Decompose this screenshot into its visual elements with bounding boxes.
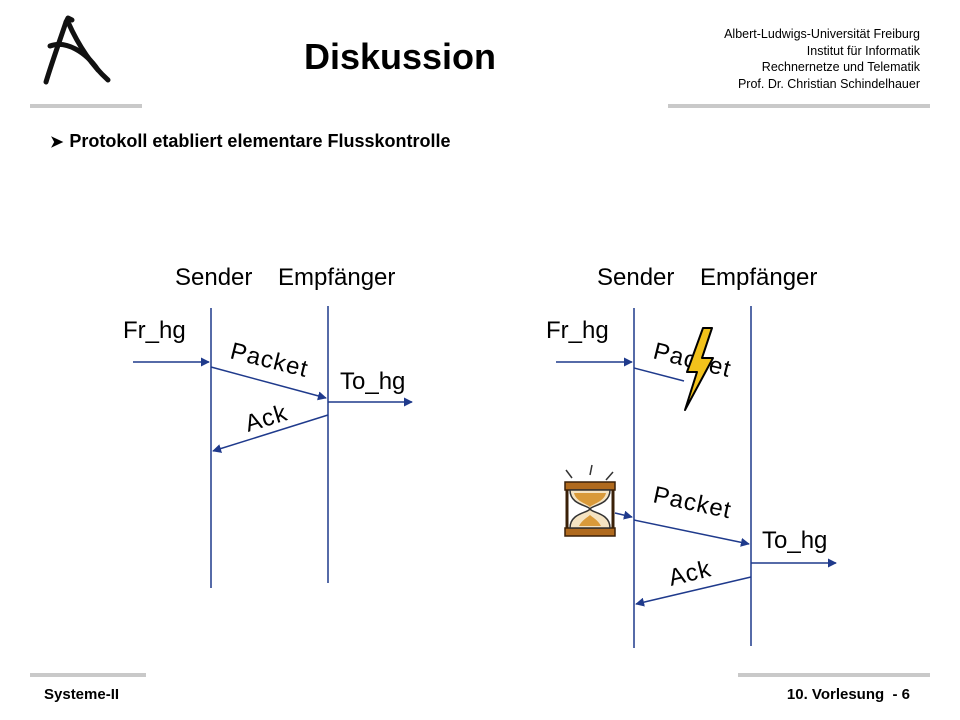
institution-line: Institut für Informatik <box>806 43 920 58</box>
packet-label: Packet <box>651 481 734 524</box>
header-rule-right <box>668 104 930 108</box>
footer-course: Systeme-II <box>44 686 120 703</box>
uni-freiburg-logo-icon <box>43 15 111 85</box>
diagram-right: Sender Empfänger Fr_hg Packet Packet To_… <box>546 264 837 648</box>
input-label: Fr_hg <box>546 317 609 344</box>
timeout-arrow <box>614 510 633 520</box>
output-label: To_hg <box>762 527 827 554</box>
input-label: Fr_hg <box>123 317 186 344</box>
institution-block: Albert-Ludwigs-Universität Freiburg Inst… <box>724 26 920 92</box>
footer-rule-right <box>738 673 930 677</box>
bullet-text: Protokoll etabliert elementare Flusskont… <box>69 131 451 151</box>
receiver-label: Empfänger <box>700 264 817 291</box>
ack-arrow <box>212 414 329 453</box>
hourglass-icon <box>564 464 616 537</box>
packet-label: Packet <box>228 338 312 383</box>
receiver-label: Empfänger <box>278 264 395 291</box>
ack-arrow <box>635 576 752 607</box>
ack-label: Ack <box>666 555 714 592</box>
bullet-item: ➤ Protokoll etabliert elementare Flusskon… <box>50 131 451 152</box>
diagram-left: Sender Empfänger Fr_hg Packet To_hg Ack <box>123 264 413 588</box>
packet-arrow <box>633 519 750 547</box>
output-label: To_hg <box>340 368 405 395</box>
institution-line: Prof. Dr. Christian Schindelhauer <box>737 76 920 91</box>
ack-label: Ack <box>242 399 291 437</box>
institution-line: Albert-Ludwigs-Universität Freiburg <box>724 27 920 41</box>
lost-packet-arrow <box>633 367 685 382</box>
packet-arrow <box>210 366 327 401</box>
lightning-bolt-icon <box>684 327 714 411</box>
header-rule-left <box>30 104 142 108</box>
arrowhead-bullet-icon: ➤ <box>50 134 64 151</box>
slide-title: Diskussion <box>303 36 497 77</box>
sender-label: Sender <box>597 264 674 291</box>
footer-page-number: 10. Vorlesung - 6 <box>786 686 910 703</box>
sender-label: Sender <box>175 264 252 291</box>
institution-line: Rechnernetze und Telematik <box>761 60 920 74</box>
footer-rule-left <box>30 673 146 677</box>
